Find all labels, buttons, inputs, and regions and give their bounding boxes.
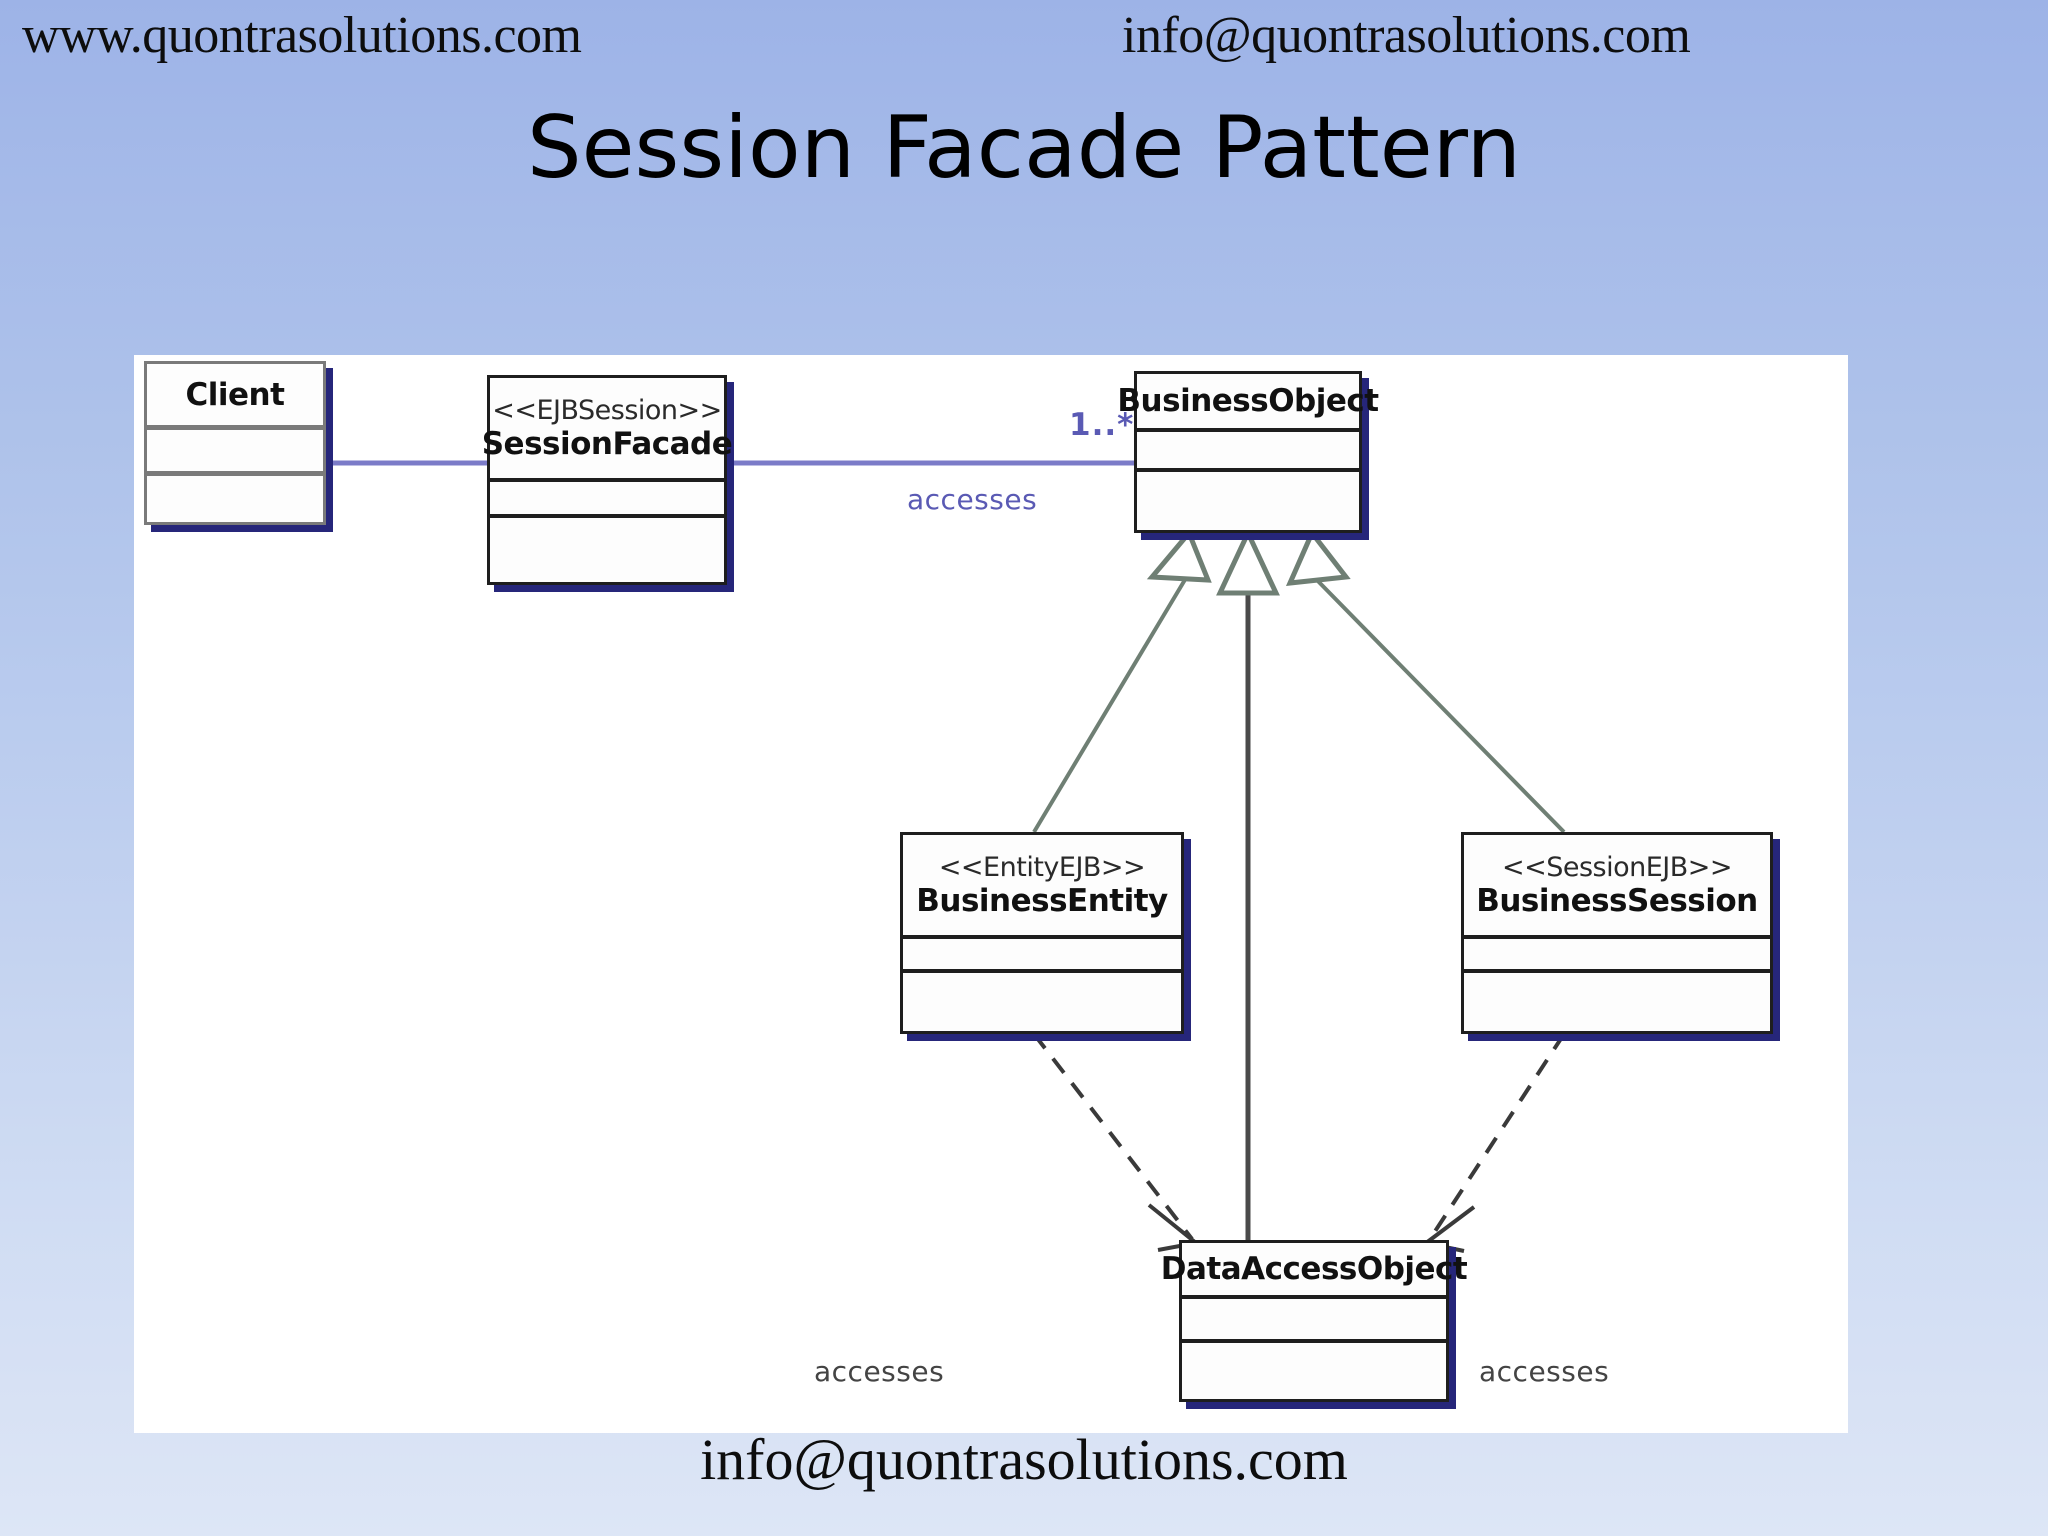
class-title-band: <<SessionEJB>> BusinessSession <box>1464 835 1770 939</box>
page-title: Session Facade Pattern <box>527 98 1521 198</box>
uml-class-businessobject[interactable]: BusinessObject <box>1117 371 1379 533</box>
class-operations-band <box>147 476 323 524</box>
uml-class-businesssession[interactable]: <<SessionEJB>> BusinessSession <box>1461 832 1773 1034</box>
class-stereotype-businessentity: <<EntityEJB>> <box>938 851 1146 883</box>
dependency-label-accesses-right: accesses <box>1479 1355 1610 1388</box>
class-attributes-band <box>1182 1299 1446 1343</box>
uml-class-sessionfacade[interactable]: <<EJBSession>> SessionFacade <box>482 375 733 585</box>
class-stereotype-sessionfacade: <<EJBSession>> <box>492 394 722 426</box>
uml-class-businessentity[interactable]: <<EntityEJB>> BusinessEntity <box>900 832 1184 1034</box>
edge-businesssession-dependency <box>1428 1032 1566 1241</box>
class-attributes-band <box>1137 432 1359 472</box>
class-title-band: <<EJBSession>> SessionFacade <box>482 378 733 482</box>
edge-businesssession-generalization <box>1310 573 1566 834</box>
class-attributes-band <box>147 430 323 476</box>
header-email-address: info@quontrasolutions.com <box>1122 7 1691 64</box>
class-title-band: BusinessObject <box>1117 374 1379 432</box>
class-name-businesssession: BusinessSession <box>1476 882 1758 919</box>
generalization-arrowhead-left <box>1146 528 1212 583</box>
class-name-businessentity: BusinessEntity <box>916 882 1168 919</box>
class-attributes-band <box>490 482 724 518</box>
class-operations-band <box>1182 1343 1446 1397</box>
generalization-arrowhead-center <box>1216 527 1280 596</box>
dependency-label-accesses-left: accesses <box>814 1355 945 1388</box>
footer-email-address: info@quontrasolutions.com <box>700 1427 1348 1492</box>
class-title-band: <<EntityEJB>> BusinessEntity <box>903 835 1181 939</box>
class-operations-band <box>490 518 724 582</box>
edge-businessentity-dependency <box>1032 1032 1194 1241</box>
class-operations-band <box>903 973 1181 1031</box>
uml-class-client[interactable]: Client <box>144 361 326 525</box>
class-title-band: Client <box>147 364 323 430</box>
association-label-accesses-top: accesses <box>907 483 1038 516</box>
edge-businessentity-generalization <box>1032 571 1191 834</box>
class-operations-band <box>1464 973 1770 1031</box>
class-name-client: Client <box>185 376 285 413</box>
header-website-url: www.quontrasolutions.com <box>22 7 582 64</box>
generalization-arrowhead-right <box>1285 528 1351 586</box>
class-title-band: DataAccessObject <box>1161 1243 1468 1299</box>
class-name-dataaccessobject: DataAccessObject <box>1160 1251 1468 1287</box>
class-name-businessobject: BusinessObject <box>1117 383 1379 419</box>
uml-diagram-panel: Client <<EJBSession>> SessionFacade Busi… <box>134 355 1848 1433</box>
uml-class-dataaccessobject[interactable]: DataAccessObject <box>1161 1240 1468 1402</box>
class-attributes-band <box>903 939 1181 973</box>
class-operations-band <box>1137 472 1359 530</box>
class-name-sessionfacade: SessionFacade <box>481 425 733 462</box>
multiplicity-label: 1..* <box>1069 407 1135 443</box>
class-attributes-band <box>1464 939 1770 973</box>
class-stereotype-businesssession: <<SessionEJB>> <box>1501 851 1733 883</box>
